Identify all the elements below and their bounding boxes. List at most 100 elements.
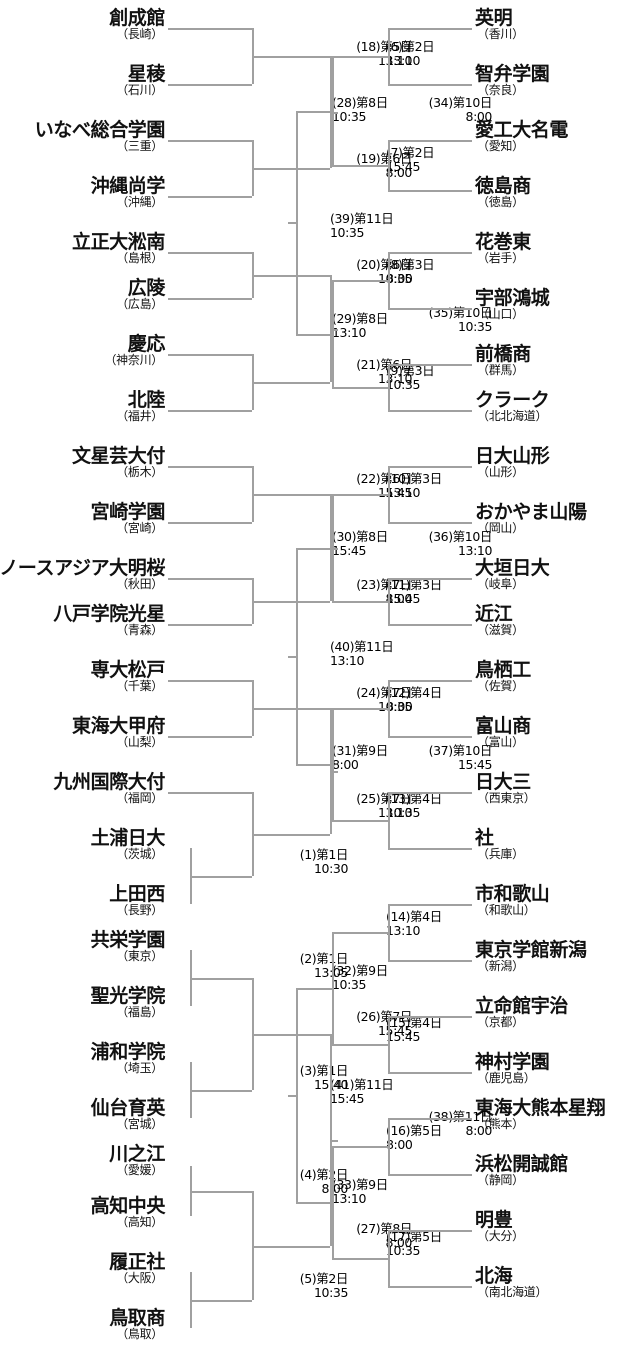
match-number-and-day: (21)第6日	[356, 357, 412, 372]
bracket-hline	[388, 624, 472, 626]
match-time: 15:45	[377, 1023, 412, 1038]
bracket-hline	[168, 410, 252, 412]
team-prefecture: （徳島）	[477, 195, 524, 209]
team-prefecture: （和歌山）	[477, 903, 536, 917]
bracket-hline	[388, 1118, 472, 1120]
team-entry: 鳥取商（鳥取）	[109, 1308, 165, 1341]
match-time: 13:10	[332, 1191, 367, 1206]
match-time: 15:45	[377, 485, 412, 500]
match-time: 8:00	[386, 699, 413, 714]
bracket-hline	[168, 736, 252, 738]
team-name: 富山商	[475, 715, 531, 737]
match-number-and-day: (32)第9日	[332, 963, 388, 978]
bracket-hline	[388, 1072, 472, 1074]
match-number-and-day: (34)第10日	[428, 95, 493, 110]
match-number-and-day: (2)第1日	[299, 951, 349, 966]
team-prefecture: （北北海道）	[477, 409, 548, 423]
bracket-hline	[388, 1174, 472, 1176]
match-number-and-day: (36)第10日	[428, 529, 493, 544]
bracket-hline	[252, 494, 330, 496]
bracket-hline	[388, 848, 472, 850]
team-name: 創成館	[109, 7, 165, 29]
bracket-hline	[252, 275, 330, 277]
team-prefecture: （岡山）	[477, 521, 524, 535]
team-entry: 愛工大名電（愛知）	[475, 120, 568, 153]
bracket-vline	[332, 280, 334, 387]
team-entry: 浜松開誠館（静岡）	[475, 1154, 568, 1187]
team-prefecture: （滋賀）	[477, 623, 524, 637]
bracket-vline	[388, 792, 390, 848]
team-entry: 沖縄尚学（沖縄）	[91, 176, 166, 209]
match-time: 13:10	[386, 923, 421, 938]
team-prefecture: （長崎）	[116, 27, 163, 41]
bracket-hline	[330, 1139, 338, 1142]
bracket-hline	[332, 165, 388, 167]
bracket-hline	[388, 1286, 472, 1288]
match-number-and-day: (30)第8日	[332, 529, 388, 544]
bracket-hline	[296, 333, 332, 336]
team-entry: 神村学園（鹿児島）	[475, 1052, 550, 1085]
match-number-and-day: (15)第4日	[386, 1015, 442, 1030]
team-entry: 九州国際大付（福岡）	[53, 772, 165, 805]
team-prefecture: （高知）	[116, 1215, 163, 1229]
match-number-and-day: (10)第3日	[386, 471, 442, 486]
bracket-hline	[388, 466, 472, 468]
team-entry: 共栄学園（東京）	[91, 930, 166, 963]
team-name: 近江	[475, 603, 513, 625]
bracket-hline	[330, 771, 338, 773]
match-number-and-day: (20)第6日	[356, 257, 412, 272]
team-entry: 英明（香川）	[475, 8, 524, 41]
bracket-hline	[330, 547, 338, 550]
bracket-vline	[296, 110, 298, 334]
team-prefecture: （宮城）	[116, 1117, 163, 1131]
match-number-and-day: (33)第9日	[332, 1177, 388, 1192]
bracket-hline	[168, 196, 252, 198]
team-name: 聖光学院	[90, 985, 166, 1007]
team-prefecture: （香川）	[477, 27, 524, 41]
match-number-and-day: (16)第5日	[386, 1123, 442, 1138]
match-number-and-day: (13)第4日	[386, 791, 442, 806]
team-entry: 東京学館新潟（新潟）	[475, 940, 587, 973]
bracket-hline	[190, 876, 252, 878]
match-number-and-day: (14)第4日	[386, 909, 442, 924]
bracket-hline	[388, 140, 472, 142]
bracket-vline	[388, 680, 390, 736]
bracket-hline	[388, 960, 472, 962]
match-number-and-day: (5)第2日	[299, 1271, 349, 1286]
bracket-hline	[190, 978, 252, 980]
match-time: 15:45	[386, 159, 421, 174]
team-prefecture: （福井）	[116, 409, 163, 423]
team-name: 立正大淞南	[71, 231, 165, 253]
bracket-hline	[252, 708, 330, 710]
team-entry: 専大松戸（千葉）	[91, 660, 166, 693]
bracket-hline	[388, 1016, 472, 1018]
team-entry: 北陸（福井）	[116, 390, 165, 423]
bracket-hline	[252, 834, 330, 836]
team-entry: 市和歌山（和歌山）	[475, 884, 550, 917]
team-name: 前橋商	[475, 343, 531, 365]
match-time: 10:35	[386, 1243, 421, 1258]
team-name: 川之江	[109, 1143, 165, 1165]
bracket-hline	[388, 904, 472, 906]
bracket-hline	[168, 466, 252, 468]
bracket-hline	[388, 578, 472, 580]
bracket-hline	[296, 110, 332, 113]
team-name: おかやま山陽	[475, 501, 587, 523]
team-entry: 明豊（大分）	[475, 1210, 524, 1243]
team-name: 北海	[475, 1265, 513, 1287]
bracket-hline	[168, 84, 252, 86]
match-time: 10:35	[386, 377, 421, 392]
team-entry: 東海大甲府（山梨）	[72, 716, 165, 749]
bracket-hline	[252, 56, 330, 58]
